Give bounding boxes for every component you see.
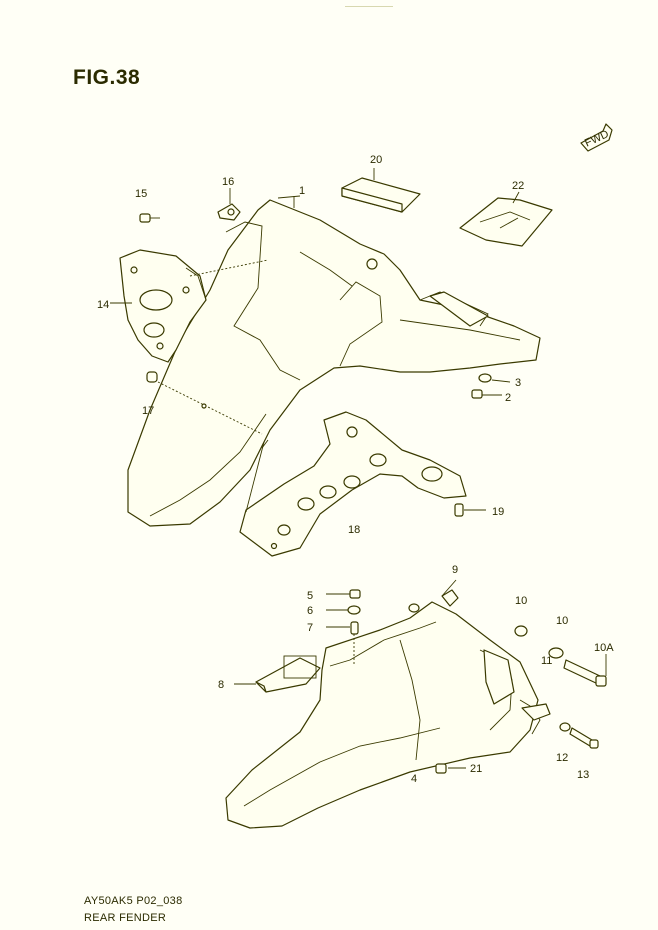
part-16-clip bbox=[217, 188, 241, 221]
part-13-bolt bbox=[569, 727, 599, 749]
part-12-washer bbox=[559, 722, 571, 732]
part-10A-bolt bbox=[563, 654, 607, 687]
part-22-bag bbox=[459, 191, 553, 247]
part-3-washer bbox=[478, 373, 511, 383]
callout-9: 9 bbox=[452, 564, 458, 576]
part-17-screw bbox=[146, 371, 263, 435]
callout-10-lower: 10 bbox=[556, 615, 568, 627]
callout-7: 7 bbox=[307, 622, 313, 634]
callout-19: 19 bbox=[492, 506, 504, 518]
forward-arrow-icon: FWD bbox=[580, 123, 613, 152]
callout-12: 12 bbox=[556, 752, 568, 764]
callout-4: 4 bbox=[411, 773, 417, 785]
callout-17: 17 bbox=[142, 405, 154, 417]
callout-5: 5 bbox=[307, 590, 313, 602]
callout-16: 16 bbox=[222, 176, 234, 188]
part-10-grommet-left bbox=[408, 603, 420, 613]
part-15-bolt bbox=[139, 213, 160, 223]
callout-2: 2 bbox=[505, 392, 511, 404]
callout-14: 14 bbox=[97, 299, 109, 311]
callout-22: 22 bbox=[512, 180, 524, 192]
callout-10A: 10A bbox=[594, 642, 614, 654]
part-4-lower-fender bbox=[225, 601, 551, 829]
callout-11: 11 bbox=[541, 655, 552, 667]
part-9-clip bbox=[441, 579, 459, 607]
callout-15: 15 bbox=[135, 188, 147, 200]
part-10-grommet-right bbox=[514, 625, 528, 637]
diagram-name: REAR FENDER bbox=[84, 912, 167, 924]
callout-6: 6 bbox=[307, 605, 313, 617]
callout-1: 1 bbox=[299, 185, 305, 197]
part-8-bracket bbox=[234, 655, 321, 693]
part-11-washer bbox=[548, 647, 564, 659]
callout-3: 3 bbox=[515, 377, 521, 389]
callout-21: 21 bbox=[470, 763, 482, 775]
diagram-code: AY50AK5 P02_038 bbox=[84, 895, 183, 907]
part-2-screw bbox=[471, 389, 502, 399]
part-21-nut bbox=[435, 763, 466, 774]
callout-20: 20 bbox=[370, 154, 382, 166]
part-5-screw bbox=[326, 589, 361, 599]
callout-18: 18 bbox=[348, 524, 360, 536]
part-19-bolt bbox=[454, 503, 486, 517]
part-1-rear-fender bbox=[127, 195, 541, 527]
part-18-bracket bbox=[239, 411, 467, 557]
callout-8: 8 bbox=[218, 679, 224, 691]
part-20-pad bbox=[341, 168, 421, 213]
page-title: FIG.38 bbox=[73, 66, 141, 89]
callout-13: 13 bbox=[577, 769, 589, 781]
part-6-washer bbox=[326, 605, 361, 615]
callout-10-upper: 10 bbox=[515, 595, 527, 607]
part-14-plate bbox=[110, 249, 269, 363]
part-7-collar bbox=[326, 621, 359, 664]
top-rule bbox=[345, 6, 393, 7]
